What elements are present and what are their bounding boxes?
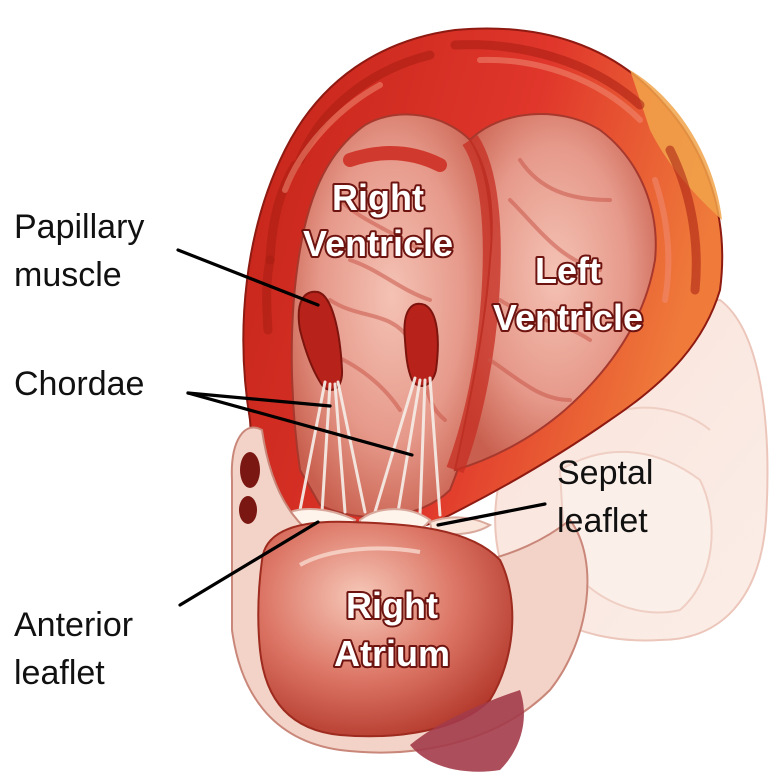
- left-ventricle-label-line2: Ventricle: [493, 297, 643, 338]
- anterior-leaflet-label-line1: Anterior: [14, 606, 133, 644]
- papillary-muscle-label-line1: Papillary: [14, 208, 144, 246]
- septal-leaflet-label-line1: Septal: [557, 454, 653, 492]
- right-atrium-label-line2: Atrium: [334, 633, 450, 674]
- septal-leaflet-label-line2: leaflet: [557, 502, 648, 540]
- right-atrium: [258, 522, 512, 736]
- right-ventricle-label-line2: Ventricle: [303, 223, 453, 264]
- left-ventricle-label-line1: Left: [535, 250, 601, 291]
- anterior-leaflet-label-line2: leaflet: [14, 654, 105, 692]
- chordae-label: Chordae: [14, 365, 144, 403]
- right-ventricle-label-line1: Right: [332, 177, 424, 218]
- right-atrium-label-line1: Right: [346, 585, 438, 626]
- papillary-muscle-label-line2: muscle: [14, 256, 122, 294]
